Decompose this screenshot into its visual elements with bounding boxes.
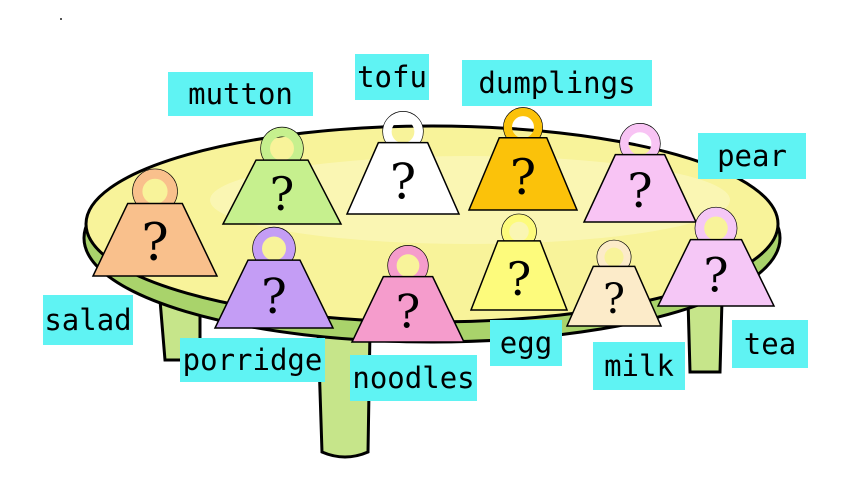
weight-body xyxy=(345,141,461,215)
table-leg-right xyxy=(686,298,724,374)
label-porridge[interactable]: porridge xyxy=(180,338,325,382)
question-mark: ? xyxy=(261,269,287,325)
label-pear[interactable]: pear xyxy=(698,133,806,179)
tofu-weight[interactable]: ? xyxy=(345,111,461,215)
weight-body xyxy=(91,202,219,277)
milk-weight[interactable]: ? xyxy=(565,239,663,327)
label-salad[interactable]: salad xyxy=(43,295,133,345)
porridge-weight[interactable]: ? xyxy=(213,226,335,329)
pear-weight[interactable]: ? xyxy=(582,123,698,223)
weight-body xyxy=(213,259,335,329)
weight-body xyxy=(565,265,663,327)
egg-weight[interactable]: ? xyxy=(469,213,569,311)
question-mark: ? xyxy=(270,167,295,221)
question-mark: ? xyxy=(390,153,416,210)
label-egg[interactable]: egg xyxy=(490,320,562,366)
question-mark: ? xyxy=(141,214,168,273)
question-mark: ? xyxy=(603,275,625,323)
question-mark: ? xyxy=(627,164,652,219)
tea-weight[interactable]: ? xyxy=(656,206,776,307)
label-dumplings[interactable]: dumplings xyxy=(462,60,652,106)
label-tea[interactable]: tea xyxy=(732,320,808,368)
weight-body xyxy=(469,240,569,311)
noodles-weight[interactable]: ? xyxy=(350,245,466,343)
weight-body xyxy=(467,136,579,211)
weight-body xyxy=(656,238,776,307)
weight-body xyxy=(350,275,466,343)
question-mark: ? xyxy=(507,252,532,306)
label-milk[interactable]: milk xyxy=(593,342,685,390)
label-mutton[interactable]: mutton xyxy=(168,72,313,116)
question-mark: ? xyxy=(510,149,536,206)
salad-weight[interactable]: ? xyxy=(91,168,219,277)
stray-dot xyxy=(60,18,62,20)
label-noodles[interactable]: noodles xyxy=(350,355,477,401)
label-tofu[interactable]: tofu xyxy=(355,54,429,100)
mutton-weight[interactable]: ? xyxy=(221,126,343,225)
dumplings-weight[interactable]: ? xyxy=(467,107,579,211)
weight-body xyxy=(221,159,343,225)
weights-group: ?????????? xyxy=(91,107,776,343)
question-mark: ? xyxy=(396,285,421,339)
question-mark: ? xyxy=(703,248,728,303)
